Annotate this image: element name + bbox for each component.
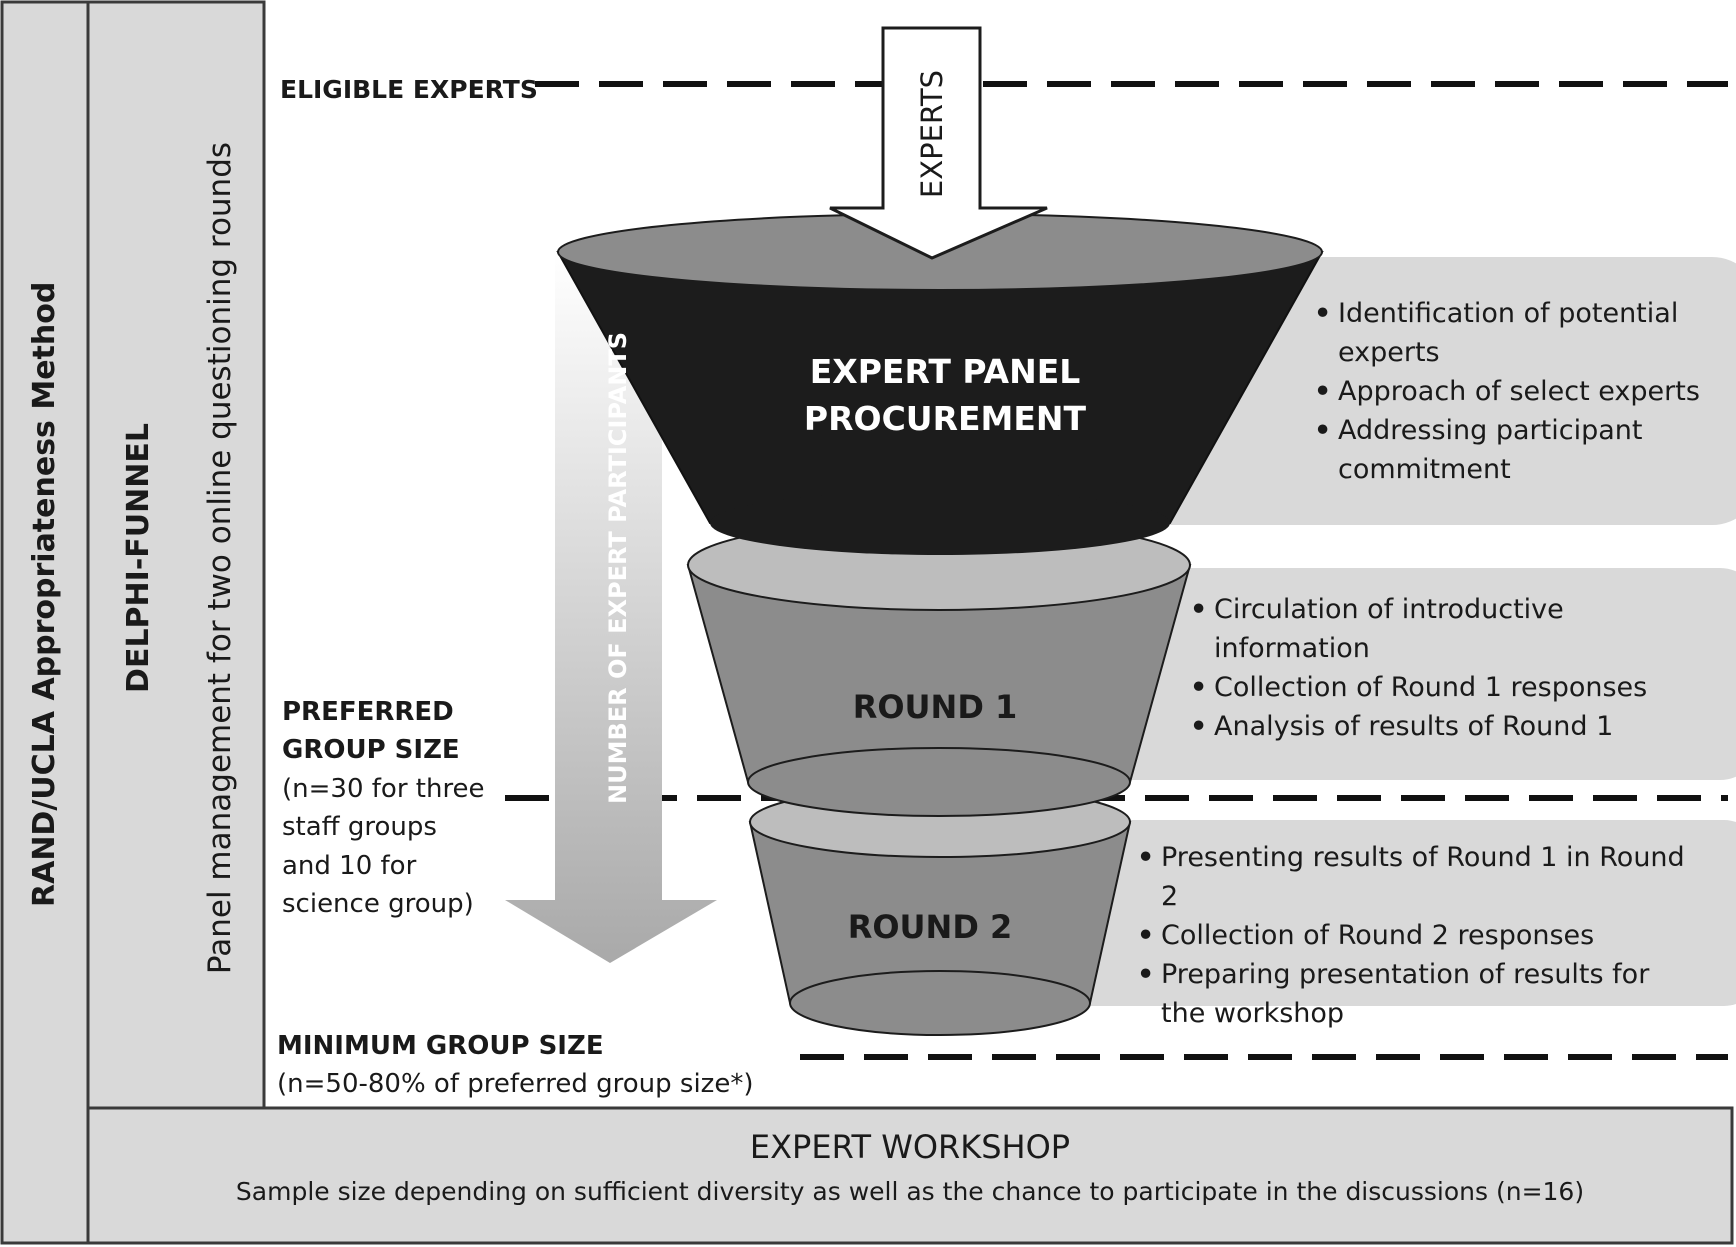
eligible-experts-label: ELIGIBLE EXPERTS	[280, 75, 538, 104]
bullet-item: Presenting results of Round 1 in Round 2	[1137, 838, 1687, 916]
participants-arrow	[505, 252, 717, 963]
round1-title: ROUND 1	[852, 688, 1018, 726]
bullet-item: Identification of potential experts	[1314, 294, 1714, 372]
experts-arrow	[829, 26, 1048, 260]
rand-ucla-label: RAND/UCLA Appropriateness Method	[27, 281, 62, 907]
workshop-desc: Sample size depending on sufficient dive…	[235, 1177, 1585, 1206]
preferred-title-1: PREFERRED	[282, 697, 454, 727]
bullet-item: Collection of Round 2 responses	[1137, 916, 1687, 955]
procurement-title-1: EXPERT PANEL	[809, 352, 1081, 391]
round2-bottom	[789, 970, 1091, 1036]
delphi-subtitle: Panel management for two online question…	[202, 141, 238, 975]
bullet-item: Circulation of introductive information	[1190, 590, 1660, 668]
rand-ucla-column	[0, 0, 90, 1245]
minimum-title: MINIMUM GROUP SIZE	[277, 1031, 604, 1061]
procurement-bottom	[710, 491, 1170, 555]
procurement-bullets: Identification of potential experts Appr…	[1314, 294, 1714, 489]
workshop-title: EXPERT WORKSHOP	[749, 1128, 1071, 1166]
preferred-title-2: GROUP SIZE	[282, 735, 460, 765]
round2-title: ROUND 2	[847, 908, 1013, 946]
preferred-desc-2: staff groups	[282, 812, 437, 842]
preferred-desc-1: (n=30 for three	[282, 774, 485, 804]
round1-bullets: Circulation of introductive information …	[1190, 590, 1660, 746]
bullet-item: Addressing participant commitment	[1314, 411, 1714, 489]
experts-arrow-label: EXPERTS	[915, 69, 949, 199]
bullet-item: Approach of select experts	[1314, 372, 1714, 411]
participants-arrow-label: NUMBER OF EXPERT PARTICIPANTS	[604, 331, 632, 804]
round1-bottom	[747, 747, 1131, 817]
preferred-desc-3: and 10 for	[282, 851, 417, 881]
workshop-box	[86, 1106, 1734, 1245]
bullet-item: Collection of Round 1 responses	[1190, 668, 1660, 707]
bullet-item: Preparing presentation of results for th…	[1137, 955, 1687, 1033]
bullet-item: Analysis of results of Round 1	[1190, 707, 1660, 746]
procurement-title-2: PROCUREMENT	[803, 399, 1087, 438]
preferred-desc-4: science group)	[282, 889, 474, 919]
delphi-column	[86, 0, 266, 1110]
delphi-title: DELPHI-FUNNEL	[121, 423, 156, 693]
round2-bullets: Presenting results of Round 1 in Round 2…	[1137, 838, 1687, 1033]
minimum-desc: (n=50-80% of preferred group size*)	[277, 1069, 754, 1099]
